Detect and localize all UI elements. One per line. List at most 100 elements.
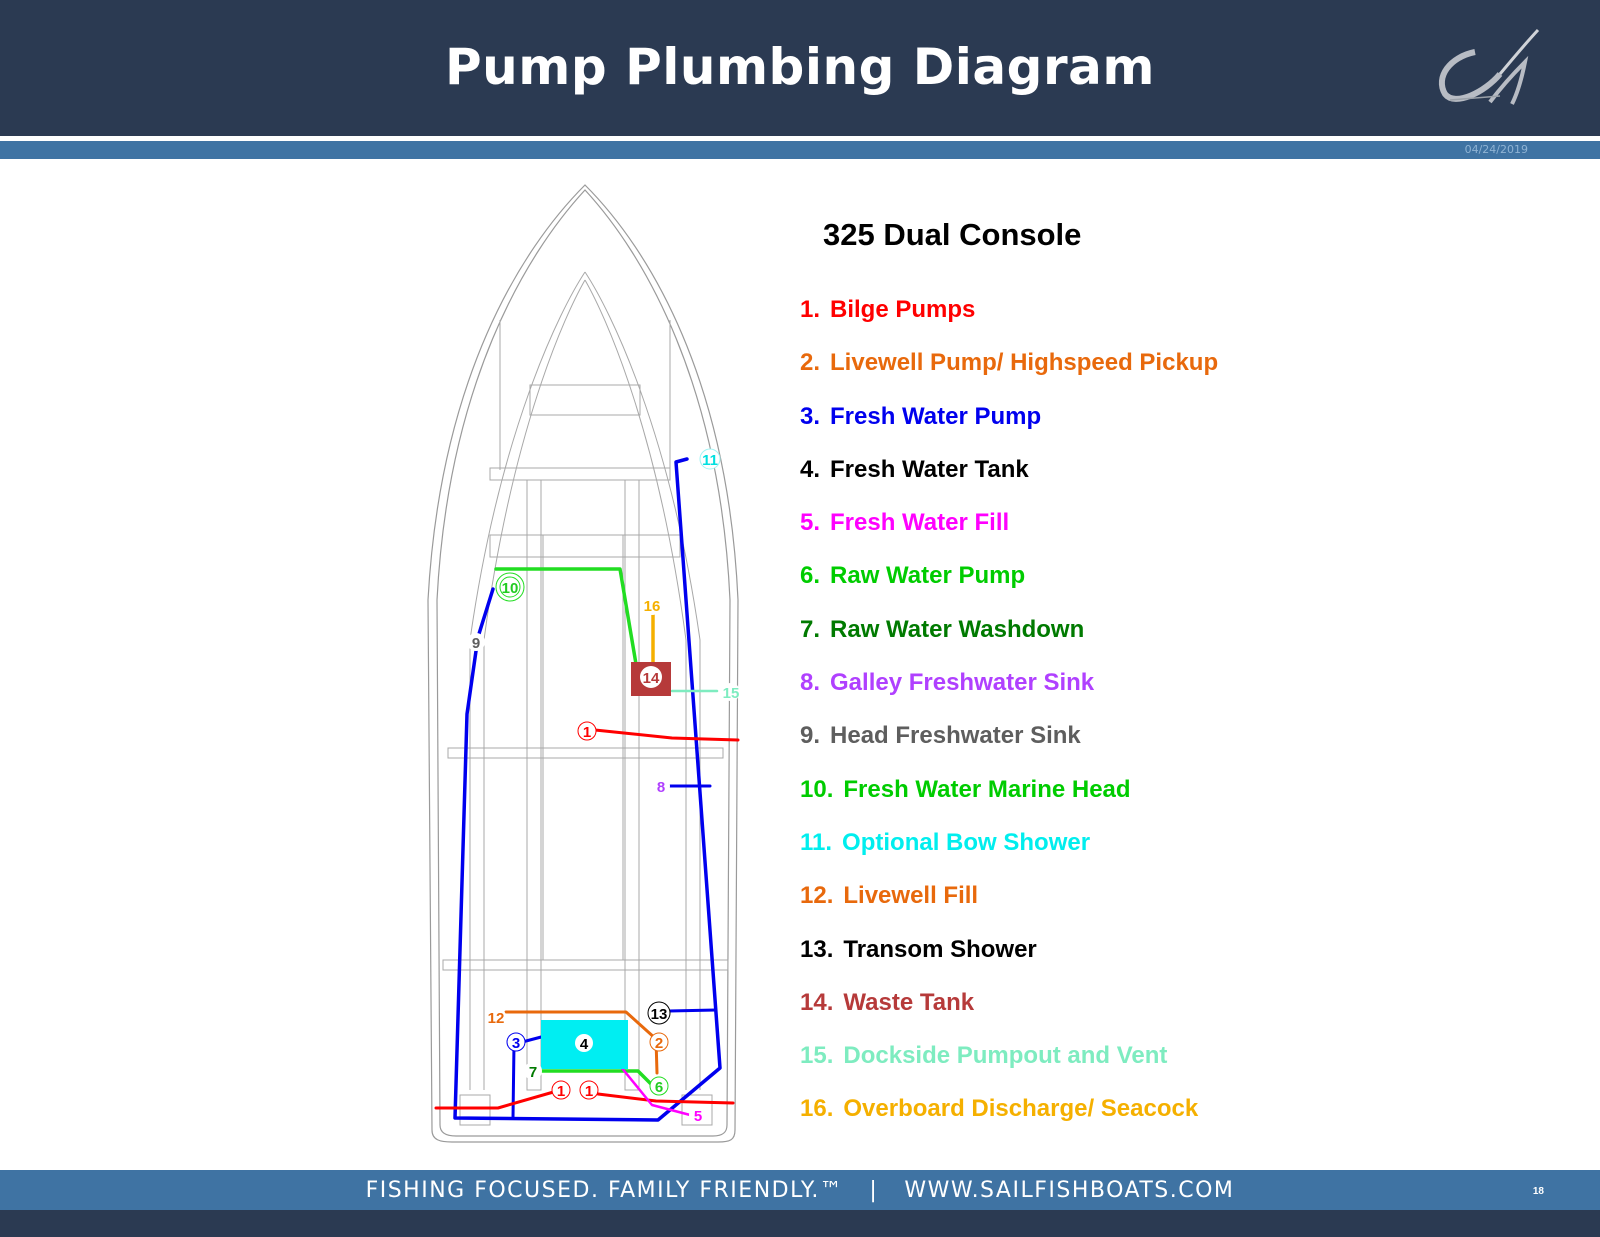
svg-text:9: 9 bbox=[472, 635, 480, 652]
legend-number: 16. bbox=[800, 1095, 834, 1123]
legend-label: Galley Freshwater Sink bbox=[830, 669, 1095, 697]
legend-label: Waste Tank bbox=[843, 988, 975, 1016]
boat-plumbing-diagram: 11 10 9 16 14 15 1 8 13 12 3 4 2 7 6 1 1… bbox=[427, 184, 740, 1143]
bilge-line-aft-port bbox=[434, 1089, 559, 1110]
livewell-line bbox=[504, 1010, 659, 1075]
footer-website-link[interactable]: WWW.SAILFISHBOATS.COM bbox=[904, 1178, 1235, 1203]
svg-text:1: 1 bbox=[585, 1083, 593, 1100]
marker-14: 14 bbox=[640, 666, 662, 688]
deck-structure bbox=[442, 271, 729, 1126]
marker-3: 3 bbox=[506, 1032, 526, 1052]
footer-band bbox=[0, 1170, 1600, 1210]
header-divider bbox=[0, 136, 1600, 141]
legend-item: 15. Dockside Pumpout and Vent bbox=[800, 1041, 1245, 1094]
legend-label: Livewell Fill bbox=[843, 882, 979, 910]
legend-number: 15. bbox=[800, 1042, 834, 1070]
legend-item: 10. Fresh Water Marine Head bbox=[800, 775, 1245, 828]
legend-label: Head Freshwater Sink bbox=[830, 722, 1081, 750]
legend-label: Bilge Pumps bbox=[830, 296, 976, 323]
marker-4: 4 bbox=[575, 1034, 593, 1053]
svg-text:12: 12 bbox=[488, 1010, 505, 1027]
svg-text:16: 16 bbox=[644, 598, 661, 615]
legend-item: 4. Fresh Water Tank bbox=[800, 455, 1245, 508]
marker-12: 12 bbox=[486, 1007, 506, 1027]
legend-item: 13.Transom Shower bbox=[800, 935, 1245, 988]
svg-text:13: 13 bbox=[651, 1006, 668, 1023]
legend-item: 2. Livewell Pump/ Highspeed Pickup bbox=[800, 348, 1245, 401]
marker-9: 9 bbox=[467, 633, 485, 652]
page-number: 18 bbox=[1532, 1186, 1544, 1197]
svg-text:11: 11 bbox=[702, 452, 718, 469]
hull-outline bbox=[427, 184, 739, 1143]
marker-5: 5 bbox=[689, 1106, 707, 1125]
fresh-water-fill-line bbox=[619, 1065, 696, 1118]
legend-label: Fresh Water Marine Head bbox=[843, 775, 1131, 803]
legend-number: 1. bbox=[800, 296, 821, 323]
legend-item: 3. Fresh Water Pump bbox=[800, 402, 1245, 455]
legend-item: 6. Raw Water Pump bbox=[800, 561, 1245, 614]
marker-15: 15 bbox=[722, 683, 740, 702]
legend-number: 2. bbox=[800, 349, 821, 377]
legend-number: 4. bbox=[800, 455, 821, 483]
document-date: 04/24/2019 bbox=[1464, 143, 1528, 156]
legend-item: 8. Galley Freshwater Sink bbox=[800, 668, 1245, 721]
legend-label: Raw Water Pump bbox=[830, 562, 1026, 590]
legend-label: Optional Bow Shower bbox=[842, 828, 1091, 856]
marker-11: 11 bbox=[699, 448, 721, 470]
legend-label: Overboard Discharge/ Seacock bbox=[843, 1095, 1199, 1123]
legend-item: 7.Raw Water Washdown bbox=[800, 615, 1245, 668]
marker-2: 2 bbox=[649, 1032, 669, 1052]
legend-item: 14.Waste Tank bbox=[800, 988, 1245, 1041]
sailfish-logo bbox=[1438, 28, 1540, 105]
svg-text:2: 2 bbox=[655, 1035, 663, 1052]
legend-label: Fresh Water Tank bbox=[830, 455, 1029, 483]
legend-number: 11. bbox=[800, 828, 833, 856]
svg-text:4: 4 bbox=[580, 1036, 589, 1053]
marker-10: 10 bbox=[495, 572, 525, 602]
header-stripe bbox=[0, 141, 1600, 159]
legend-number: 10. bbox=[800, 775, 834, 803]
marker-13: 13 bbox=[647, 1001, 671, 1025]
legend-label: Fresh Water Fill bbox=[830, 509, 1010, 537]
legend-number: 7. bbox=[800, 615, 821, 643]
footer-tagline: FISHING FOCUSED. FAMILY FRIENDLY.™|WWW.S… bbox=[0, 1178, 1600, 1203]
legend-item: 11. Optional Bow Shower bbox=[800, 828, 1245, 881]
marker-16: 16 bbox=[642, 595, 662, 615]
pipe-runs bbox=[434, 457, 740, 1122]
legend-number: 3. bbox=[800, 402, 821, 430]
marker-8: 8 bbox=[652, 777, 670, 796]
legend-label: Dockside Pumpout and Vent bbox=[843, 1042, 1168, 1070]
legend-number: 8. bbox=[800, 669, 821, 697]
legend-number: 9. bbox=[800, 722, 821, 750]
legend-item: 16. Overboard Discharge/ Seacock bbox=[800, 1094, 1245, 1147]
legend-item: 12. Livewell Fill bbox=[800, 881, 1245, 934]
svg-text:3: 3 bbox=[512, 1035, 520, 1052]
legend-number: 6. bbox=[800, 562, 821, 590]
svg-text:7: 7 bbox=[529, 1064, 537, 1081]
bilge-line-aft-stbd bbox=[596, 1092, 735, 1105]
raw-water-washdown-line bbox=[538, 1069, 654, 1087]
svg-text:10: 10 bbox=[502, 580, 519, 597]
legend-item: 1. Bilge Pumps bbox=[800, 295, 1245, 348]
legend-number: 13. bbox=[800, 935, 834, 963]
footer-slogan: FISHING FOCUSED. FAMILY FRIENDLY.™ bbox=[365, 1178, 844, 1203]
legend-item: 5. Fresh Water Fill bbox=[800, 508, 1245, 561]
diagram-markers: 11 10 9 16 14 15 1 8 13 12 3 4 2 7 6 1 1… bbox=[467, 448, 740, 1125]
svg-text:15: 15 bbox=[723, 685, 740, 702]
svg-text:1: 1 bbox=[557, 1083, 565, 1100]
pump-legend: 1. Bilge Pumps 2. Livewell Pump/ Highspeed … bbox=[800, 295, 1245, 1148]
legend-label: Livewell Pump/ Highspeed Pickup bbox=[830, 349, 1219, 377]
svg-text:6: 6 bbox=[655, 1079, 663, 1096]
header-bar: Pump Plumbing Diagram bbox=[0, 0, 1600, 136]
legend-item: 9. Head Freshwater Sink bbox=[800, 721, 1245, 774]
legend-number: 12. bbox=[800, 882, 834, 910]
svg-text:1: 1 bbox=[583, 724, 591, 741]
marine-head-line bbox=[494, 567, 638, 666]
svg-text:14: 14 bbox=[643, 670, 660, 687]
svg-text:8: 8 bbox=[657, 779, 665, 796]
legend-number: 5. bbox=[800, 509, 821, 537]
model-title: 325 Dual Console bbox=[823, 217, 1082, 252]
legend-label: Fresh Water Pump bbox=[830, 402, 1042, 430]
footer-bottom-bar bbox=[0, 1210, 1600, 1237]
bilge-line-mid bbox=[593, 728, 740, 742]
